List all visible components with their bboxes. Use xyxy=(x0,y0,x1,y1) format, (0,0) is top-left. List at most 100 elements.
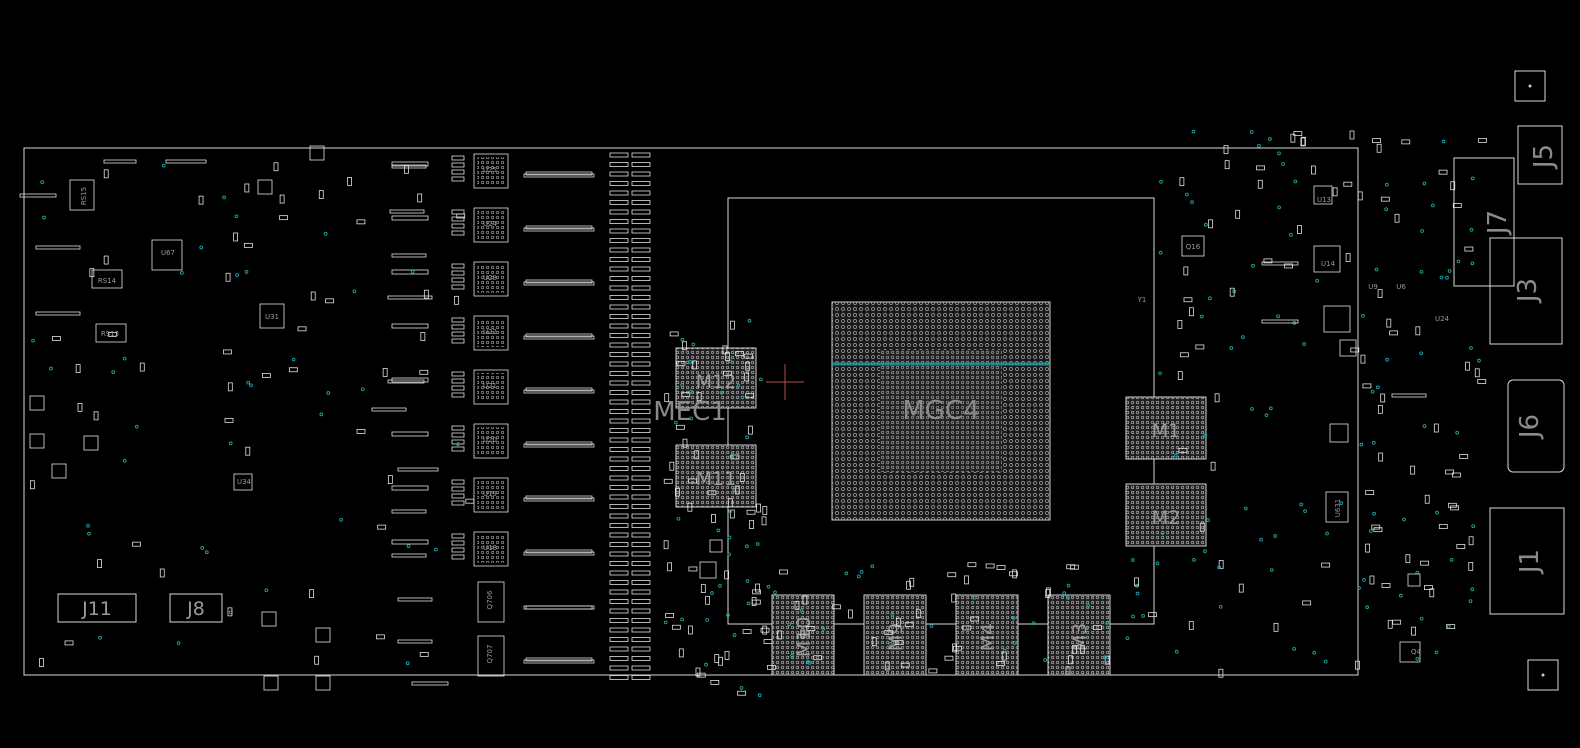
vrm-cap xyxy=(451,216,465,222)
smd-part xyxy=(297,326,307,332)
connector-j1[interactable]: J1 xyxy=(1489,507,1565,615)
via xyxy=(244,270,249,274)
smd-part xyxy=(681,392,691,398)
edge-pad xyxy=(609,171,629,177)
smd-part xyxy=(714,654,720,663)
via xyxy=(1315,278,1320,283)
label-q16: Q16 xyxy=(1186,243,1201,251)
vrm-cap xyxy=(451,533,465,539)
memory-chip-m1[interactable]: M1 xyxy=(1125,396,1207,460)
edge-pad xyxy=(631,627,651,633)
label-u34: U34 xyxy=(237,478,252,486)
edge-pad xyxy=(609,580,629,585)
via xyxy=(360,387,365,392)
resistor xyxy=(391,164,427,169)
edge-pad xyxy=(609,447,629,452)
smd-part xyxy=(1188,620,1194,630)
edge-pad xyxy=(609,456,629,462)
memory-chip-m3[interactable]: M3 xyxy=(1047,594,1111,676)
via xyxy=(1362,577,1366,582)
via xyxy=(1174,649,1179,654)
smd-part xyxy=(1079,645,1085,654)
vrm-choke-pads xyxy=(477,427,505,455)
via xyxy=(291,357,296,362)
smd-part xyxy=(1302,600,1312,606)
ic xyxy=(1399,641,1421,663)
smd-part xyxy=(813,655,823,661)
via xyxy=(799,608,804,613)
smd-part xyxy=(1386,318,1392,328)
smd-part xyxy=(730,320,735,330)
memory-chip-m2[interactable]: M2 xyxy=(1125,483,1207,547)
via xyxy=(1371,440,1376,445)
smd-part xyxy=(848,609,853,619)
smd-part xyxy=(1377,289,1383,299)
via xyxy=(1158,371,1162,376)
smd-part xyxy=(77,402,83,412)
vrm-cap xyxy=(451,155,465,161)
vrm-components xyxy=(391,153,593,677)
vrm-choke xyxy=(473,369,509,405)
memory-chip-m12[interactable]: M12 xyxy=(675,347,757,409)
vrm-cap xyxy=(451,277,465,283)
svg-text:M1: M1 xyxy=(1152,420,1180,442)
connector-j5[interactable]: J5 xyxy=(1517,125,1563,185)
smd-part xyxy=(1189,307,1194,317)
edge-pad xyxy=(609,570,629,576)
label-u19: U19 xyxy=(483,490,497,498)
via xyxy=(1303,509,1307,513)
via xyxy=(1302,342,1307,347)
smd-part xyxy=(103,169,109,179)
smd-part xyxy=(1394,213,1400,223)
via xyxy=(1066,596,1070,600)
ic xyxy=(1325,491,1349,523)
via xyxy=(1419,351,1424,356)
connector-j6[interactable]: J6 xyxy=(1507,379,1565,473)
edge-pad xyxy=(631,285,651,291)
smd-part xyxy=(1210,461,1216,471)
ic xyxy=(91,269,123,289)
via xyxy=(1206,518,1210,522)
via xyxy=(1031,621,1036,626)
vrm-cap xyxy=(451,284,465,290)
via xyxy=(98,635,102,640)
smd-part xyxy=(1360,354,1366,364)
via xyxy=(1251,263,1255,268)
via xyxy=(1184,192,1189,197)
via xyxy=(759,377,763,382)
smd-part xyxy=(746,509,756,515)
via xyxy=(674,420,678,425)
smd-part xyxy=(996,565,1006,570)
svg-text:M9: M9 xyxy=(885,623,907,651)
smd-part xyxy=(420,332,426,341)
smd-part xyxy=(1208,219,1213,229)
connector-j8[interactable]: J8 xyxy=(169,593,223,623)
vrm-cap xyxy=(451,486,465,492)
mounting-hole-bottom[interactable] xyxy=(1527,659,1559,691)
edge-pad xyxy=(631,304,651,310)
connector-j11[interactable]: J11 xyxy=(57,593,137,623)
edge-pad xyxy=(609,200,629,205)
connector-j3[interactable]: J3 xyxy=(1489,237,1563,345)
connector-j7[interactable]: J7 xyxy=(1453,157,1515,287)
memory-chip-m9[interactable]: M9 xyxy=(863,594,927,676)
ic xyxy=(315,675,331,691)
mounting-hole-top[interactable] xyxy=(1514,70,1546,102)
smd-part xyxy=(711,514,716,523)
smd-part xyxy=(1377,404,1383,414)
via xyxy=(434,547,438,552)
vrm-cap xyxy=(451,223,465,229)
memory-chip-m10[interactable]: M10 xyxy=(771,594,835,676)
via xyxy=(1277,151,1281,156)
resistor xyxy=(391,553,427,558)
memory-chip-m11[interactable]: M11 xyxy=(675,444,757,508)
vrm-cap xyxy=(451,500,465,506)
label-rs15: RS15 xyxy=(80,187,88,205)
smd-part xyxy=(1456,544,1466,549)
smd-part xyxy=(1373,527,1383,533)
smd-part xyxy=(1223,145,1229,155)
vrm-cap xyxy=(451,209,465,215)
memory-chip-m4[interactable]: M4 xyxy=(955,594,1019,676)
gpu-bga[interactable]: MGC4 xyxy=(831,301,1051,521)
